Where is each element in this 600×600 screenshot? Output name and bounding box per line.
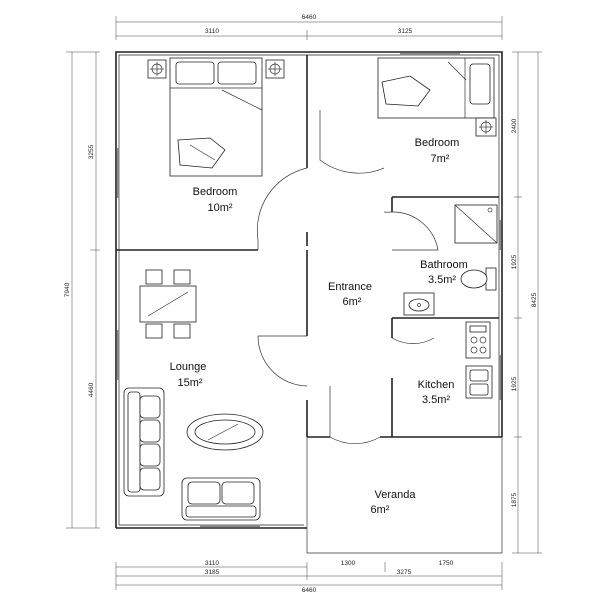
dimension-lines [66,16,542,590]
kitchen-sink [465,365,493,399]
dim-top-total: 6460 [302,14,317,21]
dim-right-total: 8425 [531,292,538,307]
sofa-bottom [181,477,261,521]
dim-left-lower: 4460 [88,382,95,397]
dim-top-left: 3110 [205,28,219,35]
veranda-name: Veranda [375,489,417,501]
toilet [460,267,497,291]
wash-basin [403,292,435,316]
dim-bottom-mid: 1300 [341,560,356,567]
dim-bottom-left-inner: 3110 [205,560,219,567]
dim-left-upper: 3255 [88,144,95,159]
door-swings [257,110,439,444]
lounge-name: Lounge [170,361,207,373]
entrance-name: Entrance [328,281,372,293]
bedroom2-area: 7m² [431,153,450,165]
nightstand-right [265,59,285,79]
dim-top-right: 3125 [398,28,413,35]
bathroom-area: 3.5m² [428,274,456,286]
veranda-area: 6m² [371,504,390,516]
kitchen-name: Kitchen [418,379,455,391]
walls [115,51,503,554]
dim-right-2: 1925 [511,254,518,269]
dim-right-3: 1925 [511,376,518,391]
dining-table [139,269,197,339]
kitchen-area: 3.5m² [422,394,450,406]
bedroom2-name: Bedroom [415,137,460,149]
single-bed [377,57,495,119]
dim-right-1: 2400 [511,118,518,133]
dim-bottom-right: 1750 [439,560,454,567]
shower-tray [454,204,498,244]
dim-right-4: 1875 [511,492,518,507]
nightstand-left [147,59,167,79]
nightstand-bedroom2 [475,117,497,137]
dim-bottom-right-outer: 3275 [397,569,412,576]
coffee-table [186,413,264,451]
dim-left-total: 7940 [64,282,71,297]
stove [465,321,491,359]
double-bed [169,57,263,177]
dim-bottom-total: 6460 [302,587,317,594]
bedroom1-name: Bedroom [193,186,238,198]
dim-bottom-left-outer: 3185 [205,569,220,576]
bathroom-name: Bathroom [420,259,468,271]
bedroom1-area: 10m² [207,202,232,214]
entrance-area: 6m² [343,296,362,308]
sofa-left [123,387,165,497]
lounge-area: 15m² [177,377,202,389]
